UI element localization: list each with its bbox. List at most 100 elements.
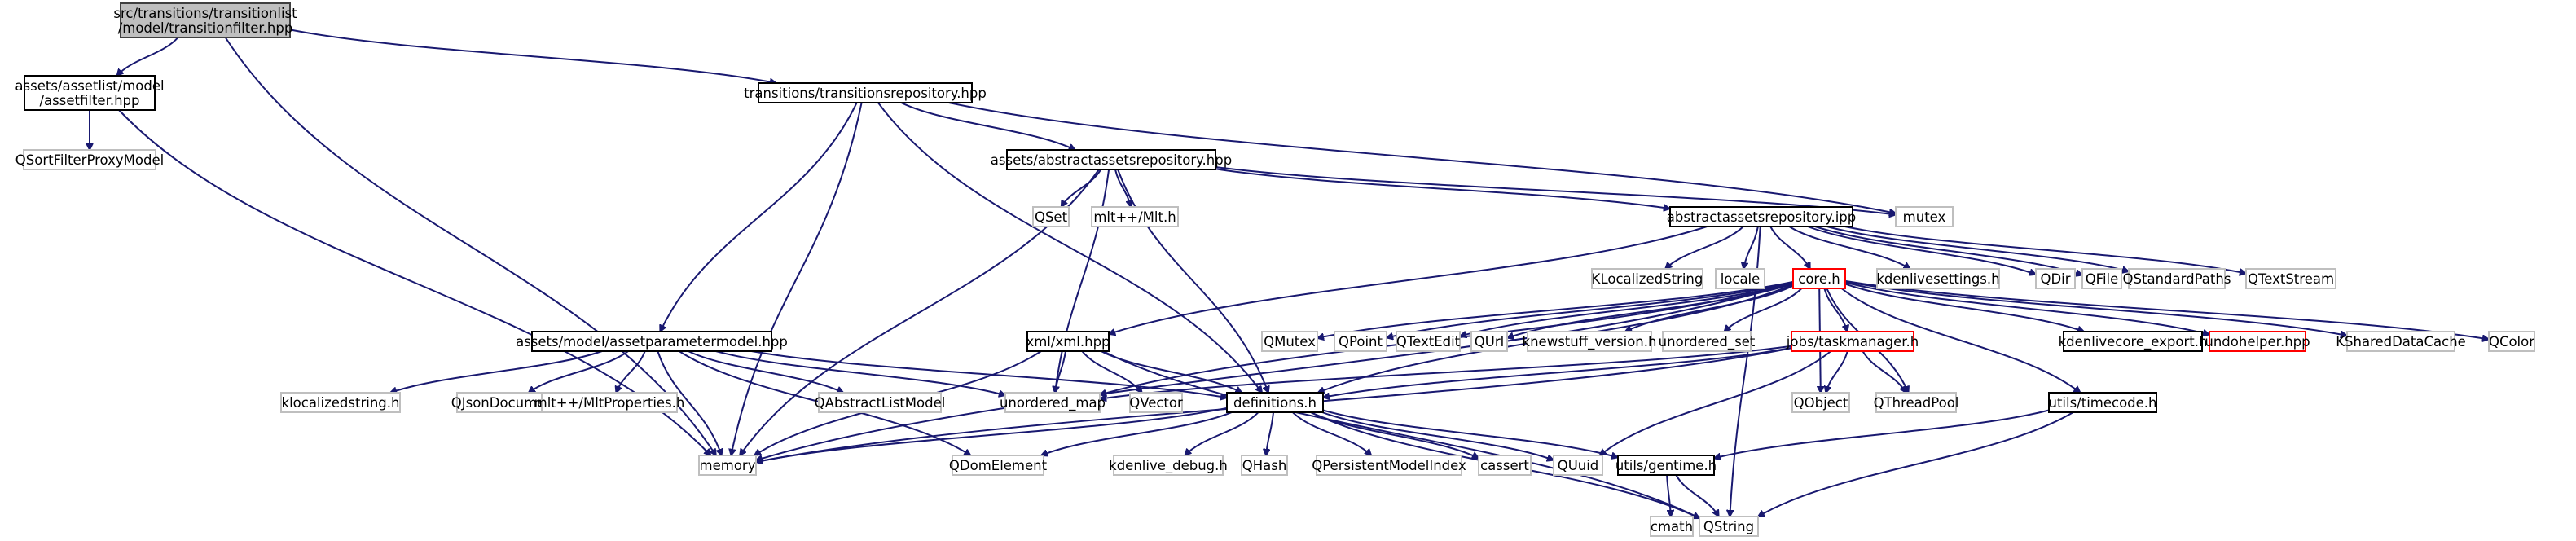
node-qvector: QVector <box>1129 392 1183 413</box>
node-undohelper[interactable]: undohelper.hpp <box>2205 331 2310 352</box>
node-box-kdebug <box>1113 455 1224 476</box>
node-box-xml[interactable] <box>1026 331 1110 352</box>
edge-root-to-memory <box>224 37 716 455</box>
node-box-qpoint <box>1334 331 1387 352</box>
node-box-undohelper[interactable] <box>2209 331 2306 352</box>
node-label-qsortfilter: QSortFilterProxyModel <box>15 152 164 168</box>
node-box-qabslist <box>818 392 942 413</box>
node-root[interactable]: src/transitions/transitionlist/model/tra… <box>113 2 297 38</box>
edge-transrepo-to-memory <box>731 102 863 455</box>
node-core[interactable]: core.h <box>1792 268 1846 289</box>
edge-transrepo-to-absrepo <box>900 102 1075 150</box>
node-box-root[interactable] <box>120 2 291 38</box>
node-absipp[interactable]: abstractassetsrepository.ipp <box>1667 206 1856 227</box>
node-box-kshared <box>2346 331 2455 352</box>
node-label-qtextstream: QTextStream <box>2248 271 2334 287</box>
node-box-unordset <box>1662 331 1752 352</box>
node-label-qset: QSet <box>1035 209 1068 225</box>
node-assetfilter[interactable]: assets/assetlist/model/assetfilter.hpp <box>15 75 165 111</box>
node-box-timecode[interactable] <box>2048 392 2157 413</box>
node-box-kdenlivecore[interactable] <box>2063 331 2203 352</box>
edge-core-to-timecode <box>1840 288 2081 393</box>
edge-xml-to-qvector <box>1081 350 1141 393</box>
node-label-unordset: unordered_set <box>1659 334 1756 350</box>
node-box-mltprops <box>541 392 678 413</box>
edge-taskman-to-qthreadpool <box>1862 350 1906 393</box>
node-kshared: KSharedDataCache <box>2336 331 2466 352</box>
node-definitions[interactable]: definitions.h <box>1226 392 1324 413</box>
node-box-klocstrh <box>280 392 401 413</box>
node-timecode[interactable]: utils/timecode.h <box>2048 392 2157 413</box>
node-box-klocstr <box>1591 268 1703 289</box>
node-box-cmath <box>1650 516 1694 537</box>
node-transrepo[interactable]: transitions/transitionsrepository.hpp <box>744 82 987 103</box>
edge-core-to-kdenlivecore <box>1844 283 2084 332</box>
node-label-qpersist: QPersistentModelIndex <box>1312 458 1466 473</box>
edge-absrepo-to-absipp <box>1215 168 1670 209</box>
node-label-mutex: mutex <box>1903 209 1946 225</box>
edge-xml-to-unordmap <box>1055 350 1066 393</box>
node-box-core[interactable] <box>1792 268 1846 289</box>
node-mutex: mutex <box>1895 206 1954 227</box>
node-box-assetfilter[interactable] <box>24 75 156 111</box>
edge-definitions-to-qhash <box>1266 411 1274 455</box>
node-box-absrepo[interactable] <box>1006 149 1216 170</box>
node-box-absipp[interactable] <box>1669 206 1853 227</box>
node-label-timecode: utils/timecode.h <box>2048 395 2156 411</box>
node-label-qstring: QString <box>1703 519 1754 534</box>
edge-absipp-to-qstdpaths <box>1826 226 2130 271</box>
edge-taskman-to-definitions <box>1323 346 1792 398</box>
edge-definitions-to-kdebug <box>1185 411 1259 455</box>
node-label-qhash: QHash <box>1242 458 1287 473</box>
node-box-qdir <box>2035 268 2076 289</box>
edge-taskman-to-quuid <box>1600 350 1832 455</box>
edge-absipp-to-qfile <box>1814 226 2082 275</box>
node-box-transrepo[interactable] <box>758 82 973 103</box>
edge-definitions-to-qpersist <box>1292 411 1371 455</box>
node-xml[interactable]: xml/xml.hpp <box>1026 331 1110 352</box>
edge-transrepo-to-definitions <box>877 102 1262 393</box>
node-qabslist: QAbstractListModel <box>815 392 945 413</box>
node-box-qsortfilter <box>23 149 156 170</box>
node-cassert: cassert <box>1478 455 1532 476</box>
node-gentime[interactable]: utils/gentime.h <box>1615 455 1717 476</box>
node-box-gentime[interactable] <box>1617 455 1715 476</box>
node-box-qdomelement <box>952 455 1044 476</box>
node-label-qdomelement: QDomElement <box>949 458 1048 473</box>
node-label-assetfilter: /assetfilter.hpp <box>39 93 139 108</box>
edge-assetparam-to-qjsondoc <box>529 350 629 393</box>
node-qjsondoc: QJsonDocument <box>451 392 560 413</box>
node-box-qobject <box>1791 392 1850 413</box>
node-box-definitions[interactable] <box>1226 392 1324 413</box>
edge-definitions-to-quuid <box>1321 411 1554 460</box>
node-box-qjsondoc <box>456 392 554 413</box>
node-absrepo[interactable]: assets/abstractassetsrepository.hpp <box>991 149 1232 170</box>
node-label-core: core.h <box>1798 271 1840 287</box>
edge-absipp-to-xml <box>1109 226 1708 334</box>
edge-core-to-kshared <box>1844 280 2347 336</box>
node-box-taskman[interactable] <box>1791 331 1914 352</box>
node-assetparam[interactable]: assets/model/assetparametermodel.hpp <box>516 331 788 352</box>
edge-gentime-to-qstring <box>1675 474 1718 517</box>
node-kdenlivesettings: kdenlivesettings.h <box>1876 268 2000 289</box>
node-taskman[interactable]: jobs/taskmanager.h <box>1786 331 1919 352</box>
node-label-qjsondoc: QJsonDocument <box>451 395 560 411</box>
node-box-kdenlivesettings <box>1876 268 2000 289</box>
node-label-root: src/transitions/transitionlist <box>113 6 297 21</box>
edge-taskman-to-unordmap <box>1100 345 1792 399</box>
node-locale: locale <box>1715 268 1765 289</box>
node-qsortfilter: QSortFilterProxyModel <box>15 149 164 170</box>
node-knewstuff: knewstuff_version.h <box>1523 331 1656 352</box>
edge-assetparam-to-unordmap <box>715 350 1005 395</box>
node-qurl: QUrl <box>1470 331 1508 352</box>
edge-absipp-to-locale <box>1743 226 1759 269</box>
node-kdenlivecore[interactable]: kdenlivecore_export.h <box>2059 331 2208 352</box>
node-box-assetparam[interactable] <box>531 331 772 352</box>
node-box-unordmap <box>1004 392 1101 413</box>
node-label-undohelper: undohelper.hpp <box>2205 334 2310 350</box>
edge-core-to-knewstuff <box>1625 284 1794 332</box>
node-box-qtextedit <box>1396 331 1461 352</box>
node-qtextedit: QTextEdit <box>1396 331 1461 352</box>
node-qset: QSet <box>1032 206 1070 227</box>
